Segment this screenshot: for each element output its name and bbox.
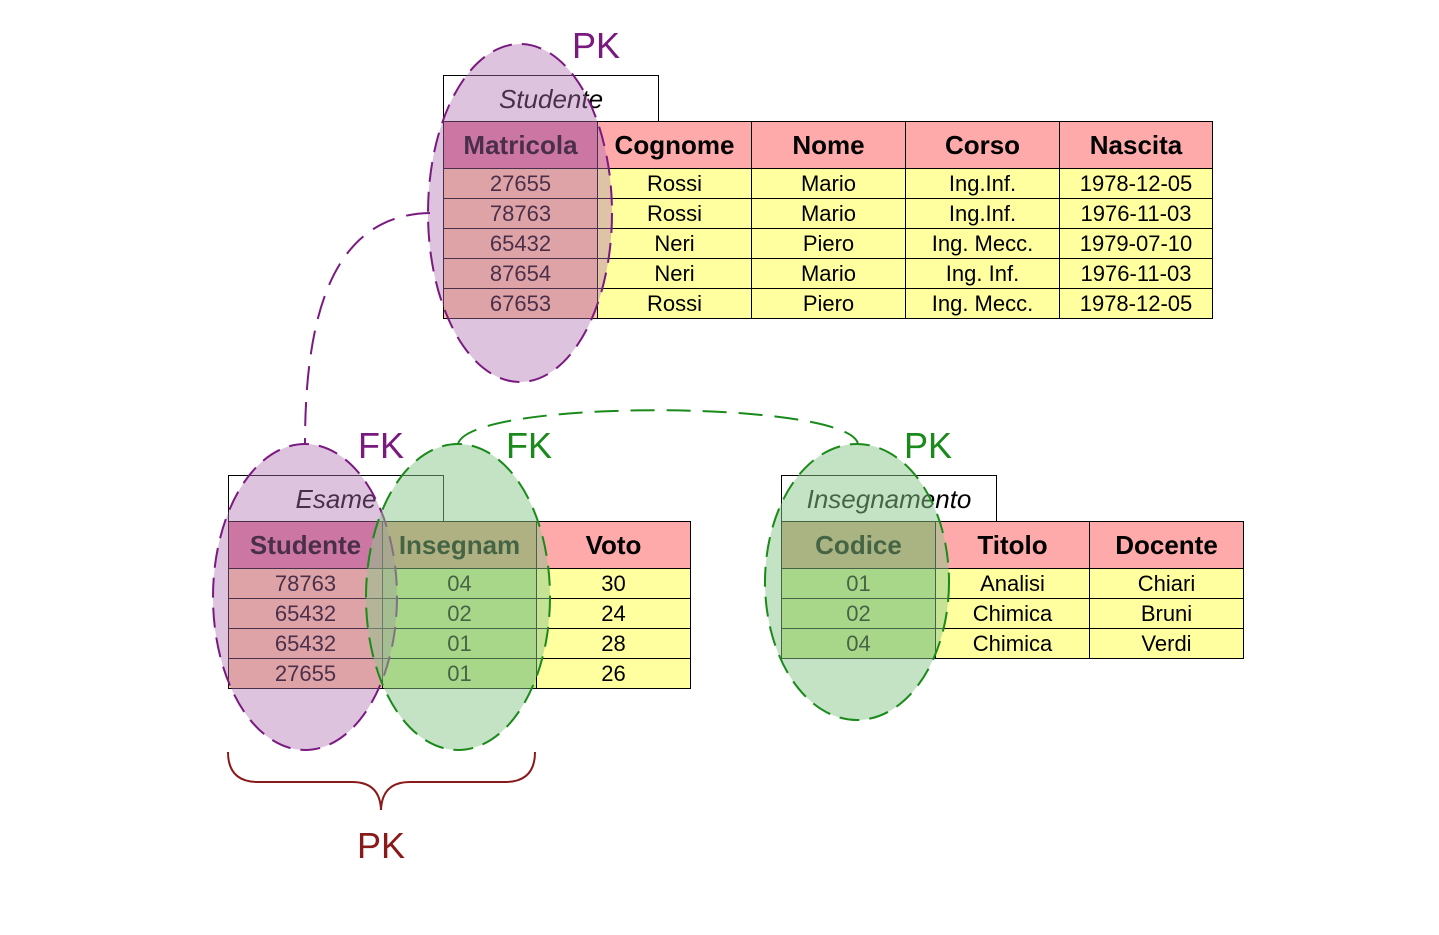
table-row: 65432 02 24 <box>228 598 691 629</box>
cell: Ing.Inf. <box>905 198 1060 229</box>
column-header-codice: Codice <box>781 521 936 569</box>
table-insegnamento: Codice Titolo Docente 01 Analisi Chiari … <box>781 521 1244 659</box>
column-header-matricola: Matricola <box>443 121 598 169</box>
cell: Rossi <box>597 168 752 199</box>
cell: Rossi <box>597 198 752 229</box>
cell: 30 <box>536 568 691 599</box>
table-studente: Matricola Cognome Nome Corso Nascita 276… <box>443 121 1213 319</box>
esame-fk-insegnam-label: FK <box>506 425 553 466</box>
esame-fk-studente-label: FK <box>358 425 405 466</box>
table-row: 65432 01 28 <box>228 628 691 659</box>
column-header-titolo: Titolo <box>935 521 1090 569</box>
cell: 1979-07-10 <box>1059 228 1213 259</box>
insegnamento-pk-label: PK <box>904 425 953 466</box>
cell: Mario <box>751 168 906 199</box>
cell: 27655 <box>228 658 383 689</box>
cell: 1976-11-03 <box>1059 198 1213 229</box>
cell: 02 <box>382 598 537 629</box>
table-row: 02 Chimica Bruni <box>781 598 1244 629</box>
column-header-studente: Studente <box>228 521 383 569</box>
header-row: Codice Titolo Docente <box>781 521 1244 569</box>
cell: 1976-11-03 <box>1059 258 1213 289</box>
cell: Mario <box>751 198 906 229</box>
composite-pk-brace <box>227 751 536 811</box>
cell: 1978-12-05 <box>1059 168 1213 199</box>
column-header-cognome: Cognome <box>597 121 752 169</box>
cell: Chimica <box>935 628 1090 659</box>
table-name-insegnamento-text: Insegnamento <box>806 483 972 514</box>
cell: 28 <box>536 628 691 659</box>
cell: 27655 <box>443 168 598 199</box>
cell: Ing. Mecc. <box>905 288 1060 319</box>
table-name-esame: Esame <box>228 475 444 522</box>
cell: 78763 <box>443 198 598 229</box>
cell: Ing. Inf. <box>905 258 1060 289</box>
fk-connector-studente <box>304 212 431 446</box>
column-header-insegnam: Insegnam <box>382 521 537 569</box>
cell: Piero <box>751 228 906 259</box>
cell: Analisi <box>935 568 1090 599</box>
table-row: 04 Chimica Verdi <box>781 628 1244 659</box>
cell: 26 <box>536 658 691 689</box>
table-row: 67653 Rossi Piero Ing. Mecc. 1978-12-05 <box>443 288 1213 319</box>
cell: 65432 <box>228 598 383 629</box>
cell: 02 <box>781 598 936 629</box>
cell: 01 <box>382 628 537 659</box>
table-row: 78763 04 30 <box>228 568 691 599</box>
cell: Chimica <box>935 598 1090 629</box>
column-header-docente: Docente <box>1089 521 1244 569</box>
table-name-studente-text: Studente <box>498 83 604 114</box>
table-name-insegnamento: Insegnamento <box>781 475 997 522</box>
column-header-corso: Corso <box>905 121 1060 169</box>
table-row: 78763 Rossi Mario Ing.Inf. 1976-11-03 <box>443 198 1213 229</box>
cell: Ing.Inf. <box>905 168 1060 199</box>
cell: Rossi <box>597 288 752 319</box>
cell: 65432 <box>228 628 383 659</box>
cell: 04 <box>781 628 936 659</box>
cell: Verdi <box>1089 628 1244 659</box>
cell: Bruni <box>1089 598 1244 629</box>
esame-pk-label: PK <box>357 825 406 866</box>
cell: 01 <box>781 568 936 599</box>
cell: 24 <box>536 598 691 629</box>
cell: Mario <box>751 258 906 289</box>
table-esame: Studente Insegnam Voto 78763 04 30 65432… <box>228 521 691 689</box>
table-name-esame-text: Esame <box>295 483 377 514</box>
column-header-nome: Nome <box>751 121 906 169</box>
cell: Chiari <box>1089 568 1244 599</box>
studente-pk-label: PK <box>572 25 621 66</box>
column-header-nascita: Nascita <box>1059 121 1213 169</box>
table-row: 27655 Rossi Mario Ing.Inf. 1978-12-05 <box>443 168 1213 199</box>
header-row: Studente Insegnam Voto <box>228 521 691 569</box>
cell: 87654 <box>443 258 598 289</box>
cell: 78763 <box>228 568 383 599</box>
cell: Ing. Mecc. <box>905 228 1060 259</box>
table-row: 27655 01 26 <box>228 658 691 689</box>
table-row: 87654 Neri Mario Ing. Inf. 1976-11-03 <box>443 258 1213 289</box>
cell: Neri <box>597 258 752 289</box>
cell: 67653 <box>443 288 598 319</box>
table-row: 65432 Neri Piero Ing. Mecc. 1979-07-10 <box>443 228 1213 259</box>
header-row: Matricola Cognome Nome Corso Nascita <box>443 121 1213 169</box>
cell: 65432 <box>443 228 598 259</box>
table-row: 01 Analisi Chiari <box>781 568 1244 599</box>
table-name-studente: Studente <box>443 75 659 122</box>
cell: 1978-12-05 <box>1059 288 1213 319</box>
cell: Neri <box>597 228 752 259</box>
cell: 04 <box>382 568 537 599</box>
column-header-voto: Voto <box>536 521 691 569</box>
cell: Piero <box>751 288 906 319</box>
cell: 01 <box>382 658 537 689</box>
